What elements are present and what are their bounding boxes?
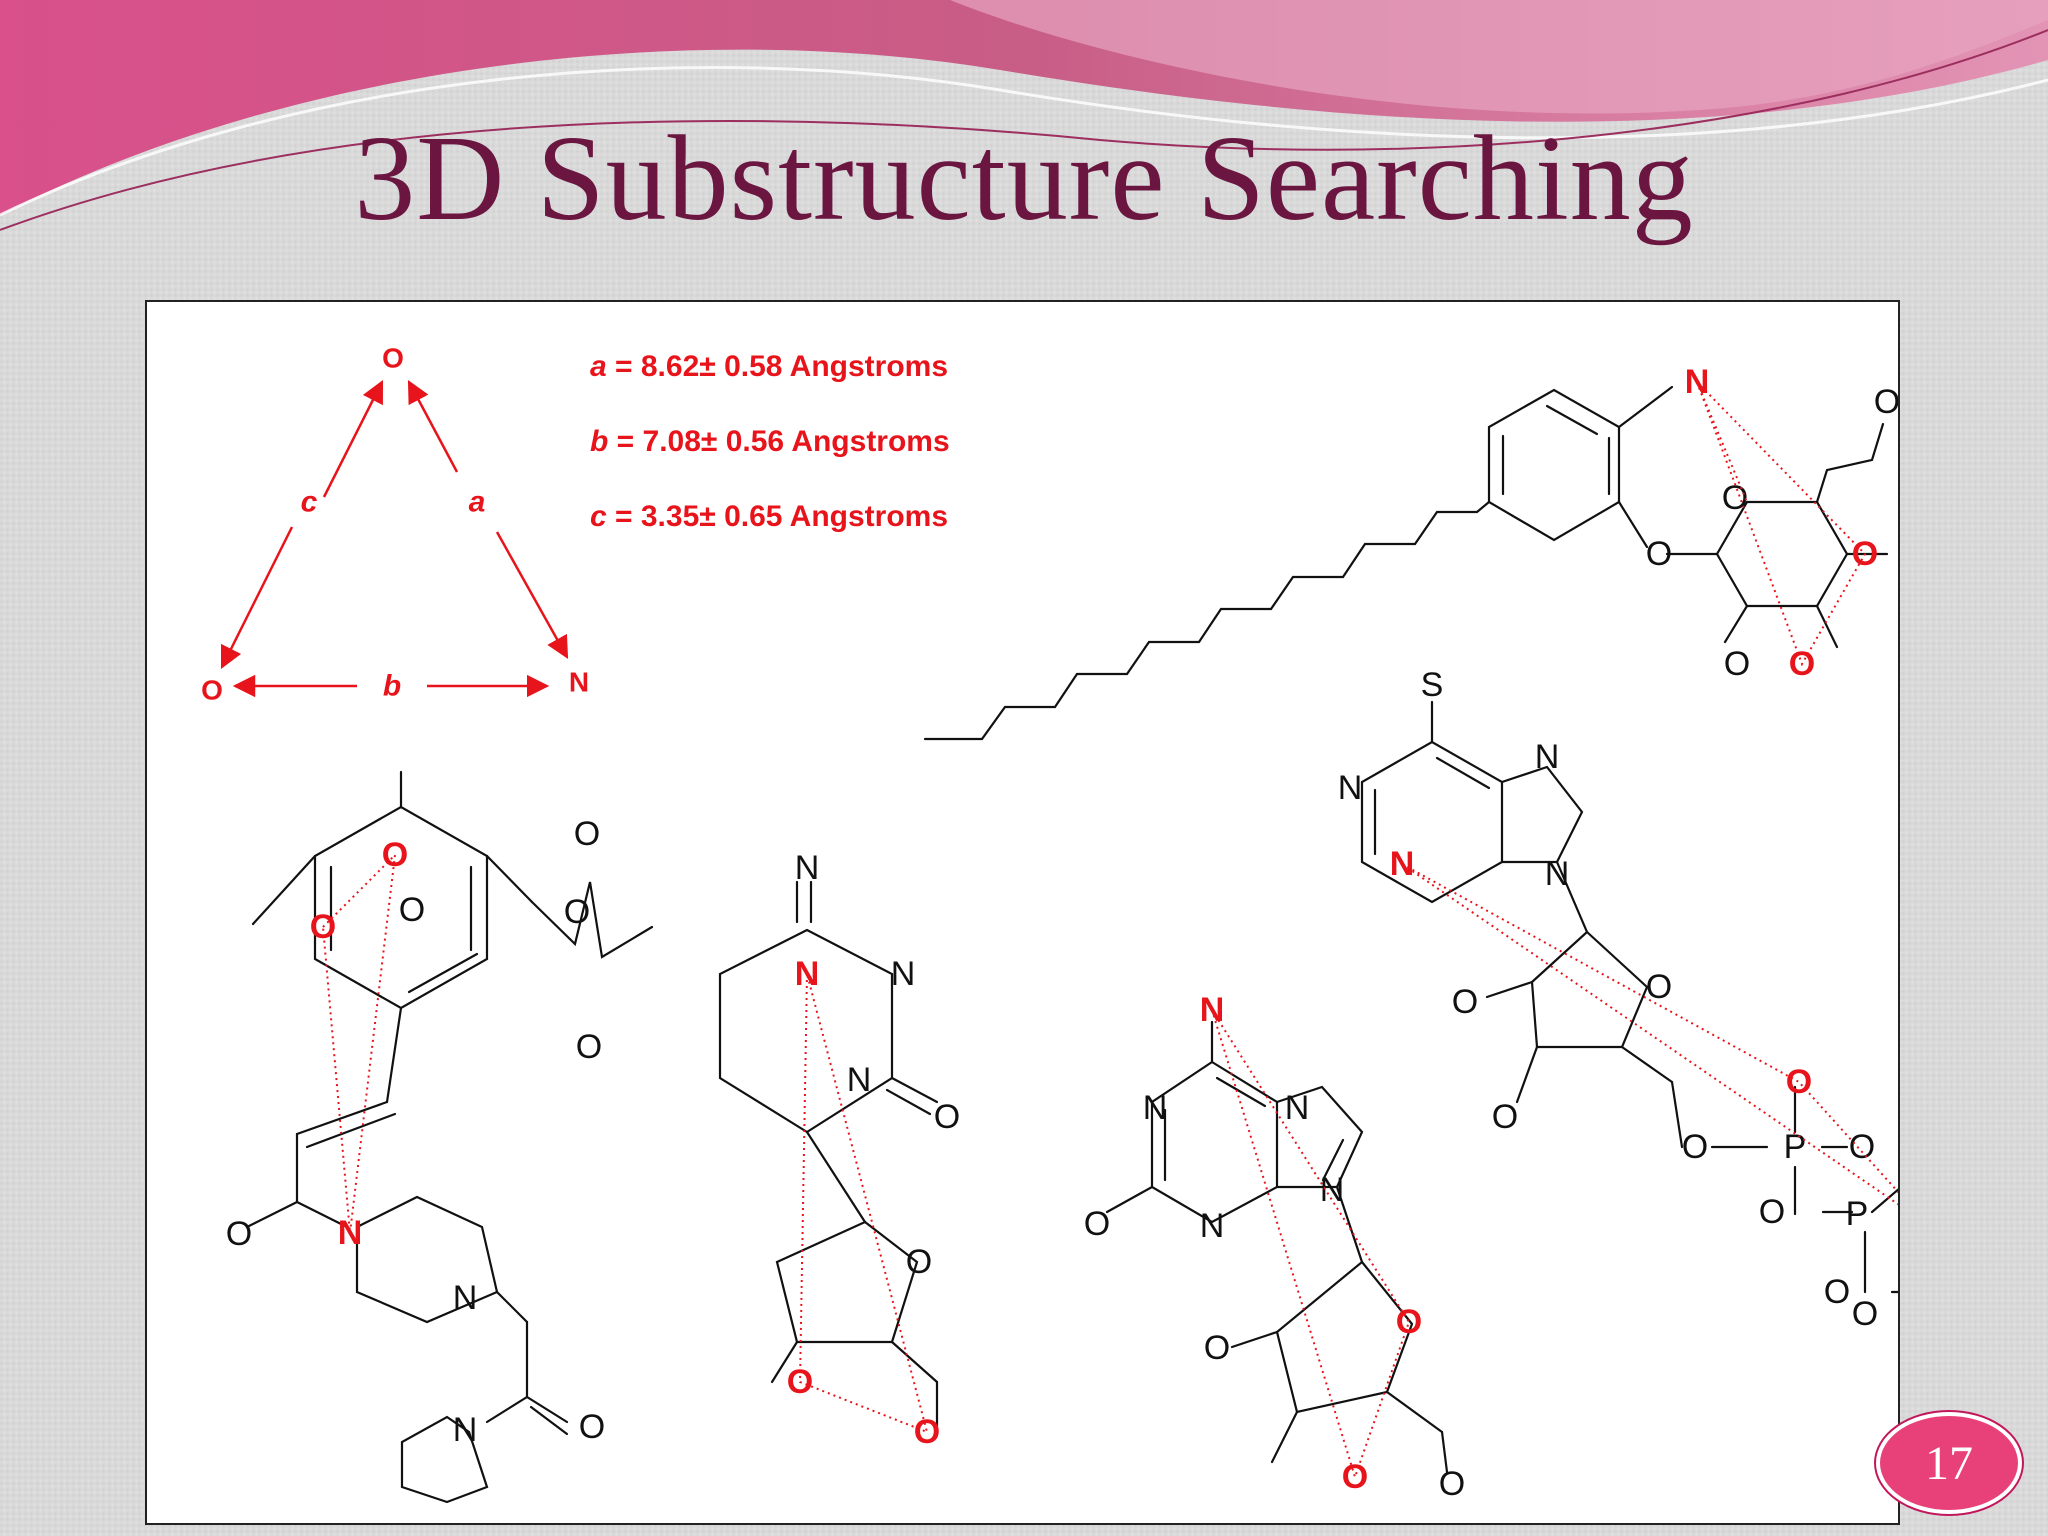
molecule-diagram: O O N c a b a = 8.62± 0.58 Angstroms b =… <box>201 343 1900 1504</box>
distance-a: a = 8.62± 0.58 Angstroms <box>590 350 948 383</box>
distance-constraints: a = 8.62± 0.58 Angstroms b = 7.08± 0.56 … <box>590 350 950 533</box>
atom-o: O <box>934 1098 960 1136</box>
atom-o: O <box>1852 1295 1878 1333</box>
atom-n: N <box>1143 1089 1168 1127</box>
atom-n: N <box>1285 1089 1310 1127</box>
atom-o: O <box>1084 1205 1110 1243</box>
atom-o: O <box>1492 1098 1518 1136</box>
pharm-atom-top: O <box>382 343 404 374</box>
atom-n: N <box>1320 1171 1345 1209</box>
atom-p: P <box>1784 1128 1807 1166</box>
atom-n: N <box>453 1411 478 1449</box>
atom-s: S <box>1421 666 1444 704</box>
arrow-c-up <box>322 379 384 498</box>
pharmacophore-triangle: O O N c a b <box>201 343 589 706</box>
atom-n: N <box>1200 1207 1225 1245</box>
molecule-5: N N N N O O O N O O <box>1084 991 1465 1503</box>
atom-o: O <box>399 891 425 929</box>
atom-o: O <box>1646 535 1672 573</box>
atom-o: O <box>564 893 590 931</box>
atom-o: O <box>906 1243 932 1281</box>
diagram-panel: O O N c a b a = 8.62± 0.58 Angstroms b =… <box>145 300 1900 1525</box>
distance-c: c = 3.35± 0.65 Angstroms <box>590 500 948 533</box>
atom-o: O <box>226 1215 252 1253</box>
atom-n: N <box>453 1279 478 1317</box>
atom-o-highlight: O <box>1342 1458 1368 1496</box>
slide-title: 3D Substructure Searching <box>354 111 1694 246</box>
molecule-4: S N N N O O O O P O O P O O P O O O N O … <box>1338 666 1898 1333</box>
atom-n: N <box>795 849 820 887</box>
atom-n: N <box>1338 769 1363 807</box>
edge-label-b: b <box>383 670 401 703</box>
atom-o-highlight: O <box>1786 1063 1812 1101</box>
edge-label-c: c <box>301 486 318 519</box>
atom-o: O <box>1759 1193 1785 1231</box>
page-number-badge: 17 <box>1876 1412 2022 1514</box>
atom-p: P <box>1846 1195 1869 1233</box>
atom-o-highlight: O <box>914 1413 940 1451</box>
atom-n: N <box>1545 855 1570 893</box>
atom-o: O <box>1849 1128 1875 1166</box>
atom-o: O <box>574 815 600 853</box>
atom-o: O <box>1874 383 1900 421</box>
atom-n: N <box>1535 738 1560 776</box>
arrow-c-down <box>220 526 294 670</box>
atom-o: O <box>1824 1273 1850 1311</box>
arrow-a-down <box>495 531 569 659</box>
atom-o: O <box>576 1028 602 1066</box>
molecule-1: O O O O N O O <box>923 363 1900 741</box>
atom-o: O <box>1682 1128 1708 1166</box>
atom-o: O <box>1452 983 1478 1021</box>
atom-n: N <box>891 955 916 993</box>
atom-o: O <box>579 1408 605 1446</box>
atom-n-highlight: N <box>338 1214 363 1252</box>
atom-o: O <box>1439 1465 1465 1503</box>
atom-o: O <box>1204 1329 1230 1367</box>
atom-o-highlight: O <box>1396 1303 1422 1341</box>
distance-b: b = 7.08± 0.56 Angstroms <box>590 425 950 458</box>
atom-o: O <box>1724 645 1750 683</box>
atom-o-highlight: O <box>382 836 408 874</box>
molecule-2: O O O O N N O O O O N <box>226 770 654 1504</box>
edge-label-a: a <box>469 486 486 519</box>
arrow-a-up <box>407 380 459 473</box>
pharm-atom-right: N <box>569 667 589 698</box>
pharm-atom-left: O <box>201 675 223 706</box>
atom-n: N <box>847 1061 872 1099</box>
molecule-3: N N N O O N O O <box>718 849 960 1451</box>
